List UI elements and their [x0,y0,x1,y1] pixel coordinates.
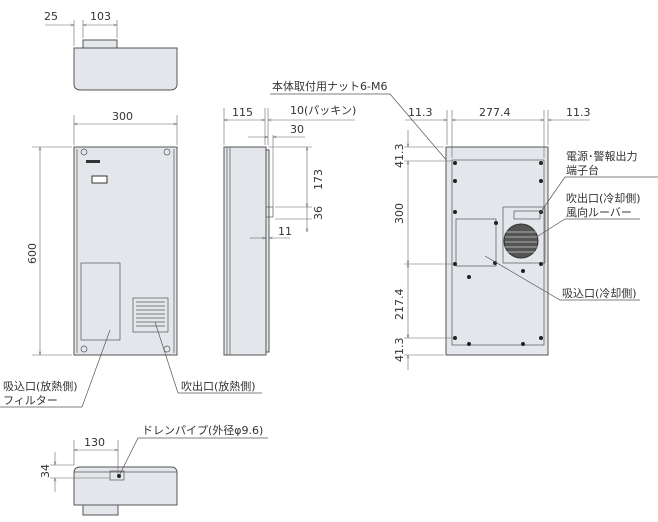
bottom-body [73,466,178,506]
label-inlet-heat: 吸込口(放熱側) [3,379,78,393]
dim-36: 36 [312,206,325,220]
dim-115: 115 [232,106,253,119]
top-bump [82,39,118,49]
display-panel [91,175,108,184]
dim-packing: 10(パッキン) [290,104,356,117]
dim-600: 600 [26,243,39,264]
label-terminal: 電源･警報出力 [566,149,638,163]
dim-173: 173 [312,169,325,190]
label-drain: ドレンパイプ(外径φ9.6) [142,424,263,437]
top-body [73,47,178,91]
bottom-view: 130 34 ドレンパイプ(外径φ9.6) [39,424,268,516]
label-outlet-cool: 吹出口(冷却側) [566,191,641,205]
dim-34: 34 [39,464,52,478]
dim-11: 11 [278,225,292,238]
dim-300: 300 [112,110,133,123]
back-view: 11.3 277.4 11.3 41.3 300 217.4 41.3 電源･警… [393,106,658,370]
dim-103: 103 [90,10,111,23]
filter [80,262,121,341]
inlet-cool [455,218,497,267]
dim-217-4: 217.4 [393,289,406,321]
fan-louver [503,223,539,259]
dim-41-3-bottom: 41.3 [393,338,406,363]
terminal-block [513,210,541,220]
label-filter: フィルター [3,394,58,407]
front-view: 300 600 吸込口(放熱側) フィルター 吹出口(放熱側) [0,110,262,408]
outlet-grille [132,297,169,333]
dim-11-3-right: 11.3 [566,106,591,119]
drain-pipe [109,470,125,481]
dim-11-3-left: 11.3 [408,106,433,119]
label-nut: 本体取付用ナット6-M6 [272,79,387,93]
label-inlet-cool: 吸込口(冷却側) [562,287,637,300]
label-louver: 風向ルーバー [566,205,632,219]
side-view: 115 10(パッキン) 30 173 36 11 本体取付用ナット6-M6 [223,79,449,356]
drain-fitting [265,206,274,218]
dim-277-4: 277.4 [479,106,511,119]
label-terminal-block: 端子台 [566,163,599,177]
dim-30: 30 [290,123,304,136]
logo [86,160,100,163]
dim-130: 130 [84,436,105,449]
dim-300-v: 300 [393,203,406,224]
dim-41-3-top: 41.3 [393,144,406,169]
dim-25: 25 [44,10,58,23]
label-outlet-heat: 吹出口(放熱側) [181,379,256,393]
top-view: 25 103 [44,10,178,91]
front-body [73,146,178,356]
